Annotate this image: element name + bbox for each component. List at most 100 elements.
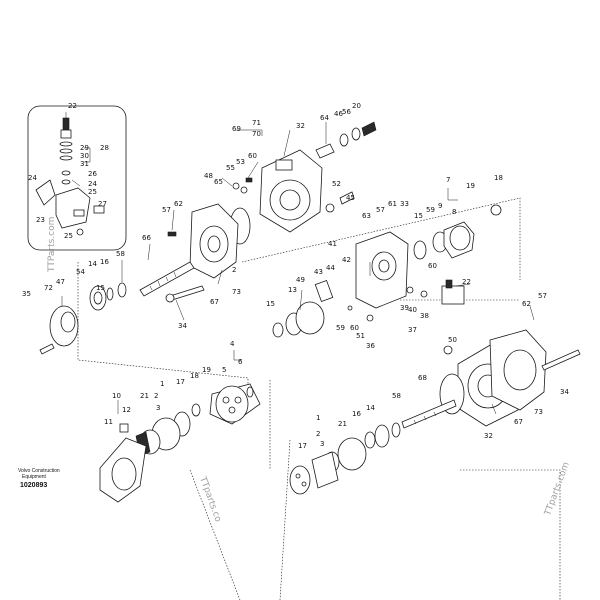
callout-label: 31 bbox=[80, 160, 89, 168]
brand-line-1: Volvo Construction bbox=[18, 468, 60, 474]
callout-label: 57 bbox=[376, 206, 385, 214]
callout-label: 25 bbox=[88, 188, 97, 196]
callout-label: 63 bbox=[362, 212, 371, 220]
callout-label: 64 bbox=[320, 114, 329, 122]
callout-label: 49 bbox=[296, 276, 305, 284]
callout-label: 73 bbox=[534, 408, 543, 416]
callout-label: 1 bbox=[316, 414, 320, 422]
callout-label: 34 bbox=[178, 322, 187, 330]
callout-label: 41 bbox=[328, 240, 337, 248]
callout-label: 38 bbox=[420, 312, 429, 320]
callout-labels: 22 28 29 30 31 26 24 25 24 23 27 25 69 7… bbox=[22, 102, 569, 450]
watermark: TTparts.com bbox=[543, 461, 572, 518]
callout-label: 14 bbox=[366, 404, 375, 412]
callout-label: 16 bbox=[100, 258, 109, 266]
callout-label: 60 bbox=[248, 152, 257, 160]
callout-label: 35 bbox=[22, 290, 31, 298]
lower-left-rotating-group bbox=[99, 383, 261, 503]
callout-label: 52 bbox=[332, 180, 341, 188]
callout-label: 43 bbox=[314, 268, 323, 276]
callout-label: 66 bbox=[142, 234, 151, 242]
callout-label: 36 bbox=[366, 342, 375, 350]
callout-label: 26 bbox=[88, 170, 97, 178]
callout-label: 18 bbox=[190, 372, 199, 380]
callout-label: 18 bbox=[494, 174, 503, 182]
callout-label: 67 bbox=[210, 298, 219, 306]
callout-label: 69 bbox=[232, 125, 241, 133]
callout-label: 7 bbox=[446, 176, 450, 184]
callout-label: 2 bbox=[232, 266, 236, 274]
callout-label: 3 bbox=[156, 404, 160, 412]
inset-frame bbox=[27, 105, 127, 251]
callout-label: 6 bbox=[238, 358, 243, 366]
callout-label: 22 bbox=[68, 102, 77, 110]
callout-label: 51 bbox=[356, 332, 365, 340]
callout-label: 22 bbox=[462, 278, 471, 286]
callout-label: 21 bbox=[338, 420, 347, 428]
callout-label: 27 bbox=[98, 200, 107, 208]
callout-label: 13 bbox=[288, 286, 297, 294]
callout-label: 33 bbox=[400, 200, 409, 208]
brand-line-2: Equipment bbox=[22, 474, 47, 480]
callout-label: 59 bbox=[426, 206, 435, 214]
callout-label: 1 bbox=[160, 380, 164, 388]
callout-label: 58 bbox=[116, 250, 125, 258]
callout-label: 47 bbox=[56, 278, 65, 286]
callout-label: 68 bbox=[418, 374, 427, 382]
callout-label: 73 bbox=[232, 288, 241, 296]
callout-label: 25 bbox=[64, 232, 73, 240]
callout-label: 45 bbox=[346, 194, 355, 202]
callout-label: 65 bbox=[214, 178, 223, 186]
inset-assembly bbox=[35, 117, 105, 236]
callout-label: 57 bbox=[162, 206, 171, 214]
callout-label: 67 bbox=[514, 418, 523, 426]
watermark: TTparts.co bbox=[197, 475, 223, 524]
dash-path-lower bbox=[189, 380, 561, 600]
callout-label: 59 bbox=[336, 324, 345, 332]
callout-label: 42 bbox=[342, 256, 351, 264]
callout-label: 21 bbox=[140, 392, 149, 400]
callout-label: 23 bbox=[36, 216, 45, 224]
callout-label: 55 bbox=[226, 164, 235, 172]
callout-label: 15 bbox=[266, 300, 275, 308]
callout-label: 60 bbox=[350, 324, 359, 332]
callout-label: 8 bbox=[452, 208, 456, 216]
callout-label: 62 bbox=[522, 300, 531, 308]
callout-label: 50 bbox=[448, 336, 457, 344]
callout-label: 39 bbox=[400, 304, 409, 312]
callout-label: 72 bbox=[44, 284, 53, 292]
middle-seals bbox=[272, 301, 325, 338]
callout-label: 62 bbox=[174, 200, 183, 208]
callout-label: 40 bbox=[408, 306, 417, 314]
callout-label: 24 bbox=[28, 174, 37, 182]
callout-label: 19 bbox=[202, 366, 211, 374]
callout-label: 20 bbox=[352, 102, 361, 110]
callout-label: 15 bbox=[96, 284, 105, 292]
callout-label: 44 bbox=[326, 264, 335, 272]
callout-label: 61 bbox=[388, 200, 397, 208]
callout-label: 2 bbox=[154, 392, 158, 400]
callout-label: 17 bbox=[176, 378, 185, 386]
callout-label: 16 bbox=[352, 410, 361, 418]
callout-label: 19 bbox=[466, 182, 475, 190]
callout-label: 24 bbox=[88, 180, 97, 188]
callout-label: 32 bbox=[296, 122, 305, 130]
lower-right-housing bbox=[289, 329, 581, 495]
callout-label: 28 bbox=[100, 144, 109, 152]
callout-label: 71 bbox=[252, 119, 261, 127]
upper-assembly bbox=[39, 121, 377, 355]
callout-label: 17 bbox=[298, 442, 307, 450]
callout-label: 60 bbox=[428, 262, 437, 270]
figure-number: 1020893 bbox=[20, 482, 47, 489]
callout-label: 3 bbox=[320, 440, 324, 448]
gear-pump-assembly bbox=[314, 204, 502, 322]
callout-label: 46 bbox=[334, 110, 343, 118]
callout-label: 11 bbox=[104, 418, 113, 426]
callout-label: 56 bbox=[342, 108, 351, 116]
watermark: TTParts.com bbox=[47, 217, 57, 273]
callout-label: 54 bbox=[76, 268, 85, 276]
callout-label: 2 bbox=[316, 430, 320, 438]
callout-label: 53 bbox=[236, 158, 245, 166]
callout-label: 14 bbox=[88, 260, 97, 268]
